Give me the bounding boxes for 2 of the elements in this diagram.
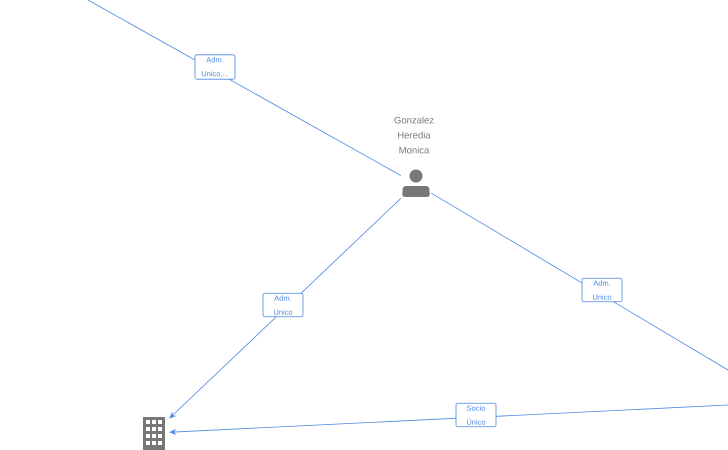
- building-icon: [143, 417, 165, 450]
- person-name: Gonzalez Heredia Monica: [394, 116, 434, 154]
